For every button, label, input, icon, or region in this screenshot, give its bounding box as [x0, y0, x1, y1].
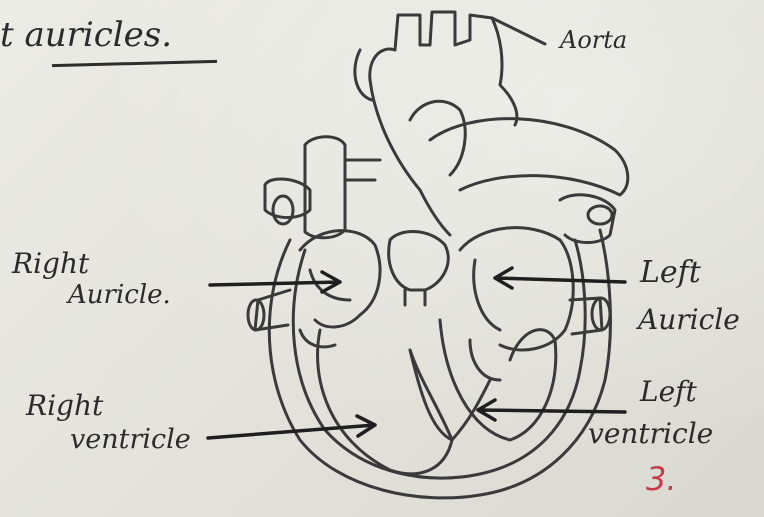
- valve-center: [389, 232, 449, 290]
- aorta-branches: [370, 12, 517, 125]
- right-ventricle-chamber: [318, 330, 452, 474]
- label-aorta: Aorta: [560, 28, 627, 52]
- aorta-arch: [370, 80, 628, 195]
- arrow-left-auricle: [495, 268, 625, 288]
- label-left-ventricle-line-1: Left: [640, 378, 697, 406]
- label-right-auricle-line-1: Right: [12, 250, 89, 278]
- label-right-auricle-line-2: Auricle.: [68, 282, 171, 308]
- label-left-auricle-line-1: Left: [640, 258, 701, 288]
- label-right-ventricle-line-1: Right: [26, 392, 103, 420]
- page-number: 3.: [646, 460, 677, 498]
- heart-outer-wall: [269, 230, 610, 498]
- heading-text: t auricles.: [0, 18, 172, 52]
- left-auricle-chamber: [460, 228, 573, 350]
- label-left-ventricle-line-2: ventricle: [588, 420, 713, 448]
- heart-inner-wall: [293, 240, 585, 478]
- label-left-auricle-line-2: Auricle: [638, 306, 740, 334]
- vena-cava: [305, 137, 345, 238]
- septum: [410, 350, 490, 440]
- label-right-ventricle-line-2: ventricle: [70, 426, 191, 453]
